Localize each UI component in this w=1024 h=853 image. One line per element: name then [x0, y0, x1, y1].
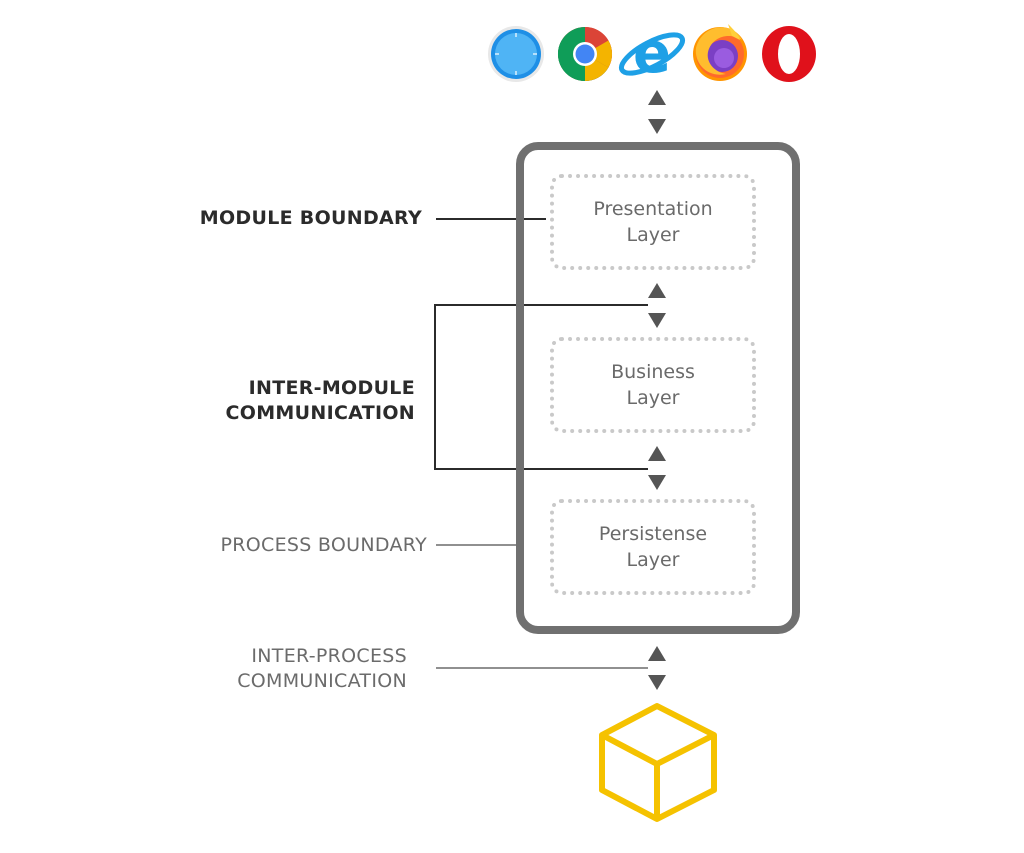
arrow-up-icon — [648, 90, 666, 105]
box-icon — [599, 703, 717, 822]
browser-icons: e — [488, 21, 816, 86]
arrow-down-icon — [648, 675, 666, 690]
layer-label: Persistense — [598, 523, 708, 545]
opera-icon — [762, 26, 816, 82]
layer-label: Layer — [626, 224, 680, 246]
arrow-down-icon — [648, 313, 666, 328]
chrome-icon — [557, 26, 613, 82]
inter-module-label-line2: COMMUNICATION — [225, 402, 415, 424]
layer-label: Layer — [626, 387, 680, 409]
inter-process-label-line2: COMMUNICATION — [237, 670, 407, 692]
process-boundary-box — [516, 142, 800, 634]
inter-module-bracket — [434, 304, 648, 470]
inter-module-label-line1: INTER-MODULE — [248, 377, 415, 399]
business-layer: Business Layer — [550, 337, 756, 433]
internet-explorer-icon: e — [618, 21, 686, 86]
arrow-down-icon — [648, 119, 666, 134]
arrow-up-icon — [648, 646, 666, 661]
process-boundary-label: PROCESS BOUNDARY — [220, 534, 427, 556]
layer-label: Business — [611, 361, 695, 383]
module-boundary-label: MODULE BOUNDARY — [199, 207, 422, 229]
arrow-up-icon — [648, 283, 666, 298]
layer-label: Presentation — [593, 198, 713, 220]
persistence-layer: Persistense Layer — [550, 499, 756, 595]
arrow-down-icon — [648, 475, 666, 490]
arrow-up-icon — [648, 446, 666, 461]
layer-label: Layer — [626, 549, 680, 571]
svg-text:e: e — [633, 21, 671, 86]
inter-process-label-line1: INTER-PROCESS — [251, 645, 407, 667]
firefox-icon — [693, 24, 747, 81]
safari-icon — [488, 26, 544, 82]
presentation-layer: Presentation Layer — [550, 174, 756, 270]
